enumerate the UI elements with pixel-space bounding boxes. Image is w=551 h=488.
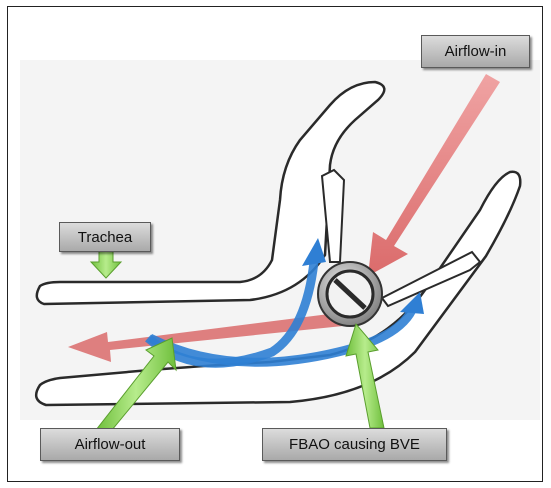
trachea-label: Trachea: [59, 222, 151, 252]
airflow-out-label: Airflow-out: [40, 428, 180, 461]
airflow-in-label: Airflow-in: [421, 35, 530, 68]
no-entry-foreign-body-icon: [318, 262, 382, 326]
fbao-label: FBAO causing BVE: [262, 428, 447, 461]
